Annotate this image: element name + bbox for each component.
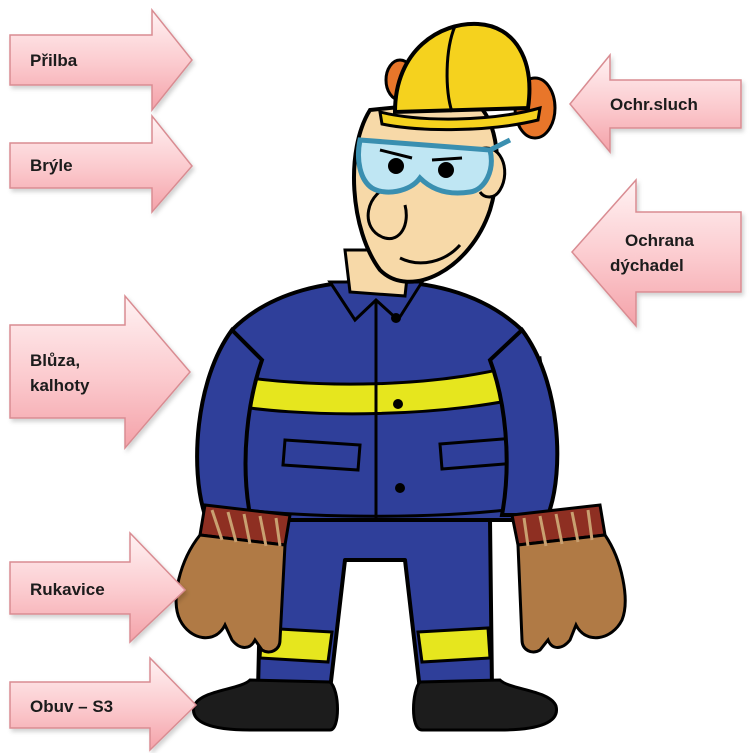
label-respiratory-line2: dýchadel bbox=[610, 256, 684, 275]
arrow-hearing: Ochr.sluch bbox=[570, 55, 741, 152]
worker-illustration bbox=[176, 24, 625, 730]
label-gloves: Rukavice bbox=[30, 580, 105, 599]
label-helmet: Přilba bbox=[30, 51, 78, 70]
label-clothing-line1: Blůza, bbox=[30, 351, 80, 370]
trousers bbox=[258, 520, 492, 690]
arrow-helmet: Přilba bbox=[10, 10, 192, 110]
arrow-footwear: Obuv – S3 bbox=[10, 658, 196, 750]
label-glasses: Brýle bbox=[30, 156, 73, 175]
boots bbox=[193, 680, 556, 730]
jacket bbox=[204, 282, 547, 520]
arrow-glasses: Brýle bbox=[10, 116, 192, 212]
arrow-respiratory: Ochrana dýchadel bbox=[572, 180, 741, 326]
arrow-gloves: Rukavice bbox=[10, 533, 185, 642]
arrow-clothing: Blůza, kalhoty bbox=[10, 296, 190, 448]
label-clothing-line2: kalhoty bbox=[30, 376, 90, 395]
label-hearing: Ochr.sluch bbox=[610, 95, 698, 114]
label-footwear: Obuv – S3 bbox=[30, 697, 113, 716]
label-respiratory-line1: Ochrana bbox=[625, 231, 695, 250]
